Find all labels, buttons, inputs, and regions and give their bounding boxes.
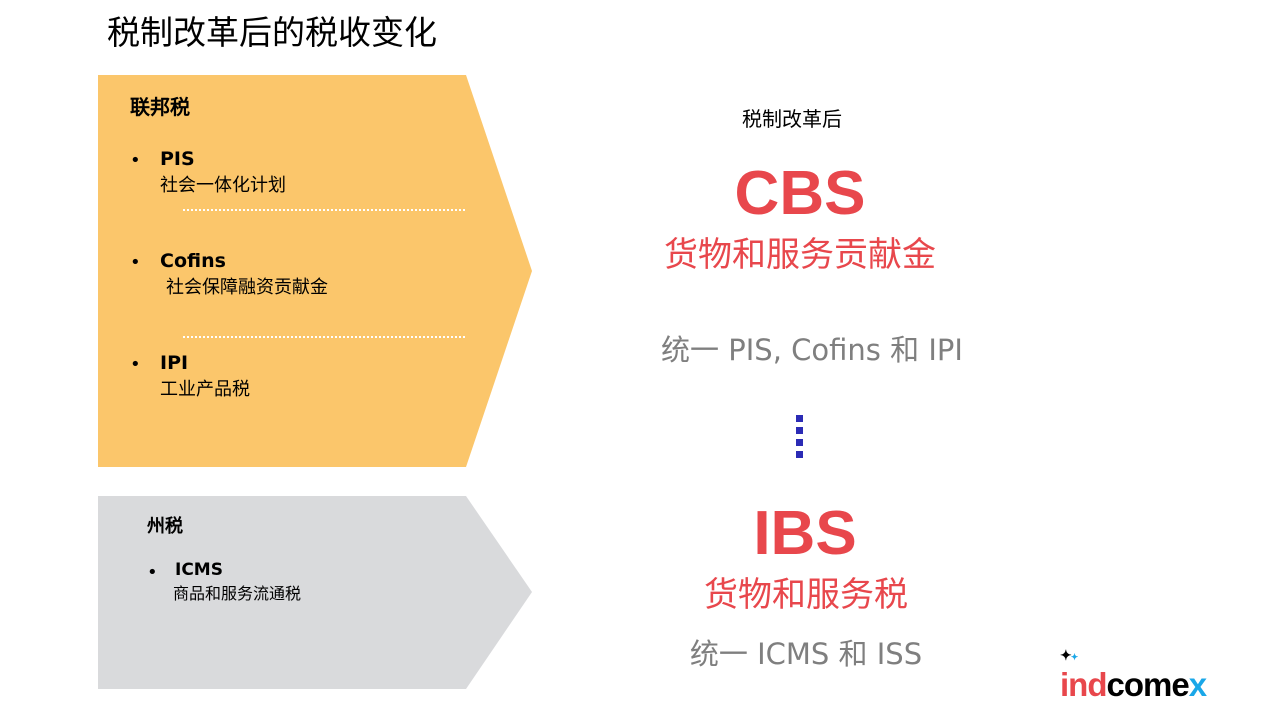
bullet: • bbox=[130, 150, 141, 171]
sparkle-icon: ✦✦ bbox=[1060, 647, 1078, 663]
cbs-name: 货物和服务贡献金 bbox=[664, 235, 936, 275]
item-desc-ipi: 工业产品税 bbox=[160, 379, 250, 400]
state-chevron bbox=[98, 496, 532, 689]
cbs-acronym: CBS bbox=[734, 159, 866, 228]
item-name-icms: ICMS bbox=[175, 560, 223, 580]
item-desc-pis: 社会一体化计划 bbox=[160, 175, 286, 196]
logo-part-ind: ind bbox=[1060, 666, 1107, 703]
page-title: 税制改革后的税收变化 bbox=[107, 13, 437, 52]
item-name-ipi: IPI bbox=[160, 352, 189, 374]
indcomex-logo: ✦✦ indcomex bbox=[1060, 648, 1207, 703]
bullet: • bbox=[130, 354, 141, 375]
ibs-unifies: 统一 ICMS 和 ISS bbox=[689, 637, 923, 671]
federal-heading: 联邦税 bbox=[130, 95, 190, 119]
connector-dots bbox=[796, 415, 803, 463]
divider bbox=[183, 209, 465, 211]
item-desc-cofins: 社会保障融资贡献金 bbox=[166, 277, 328, 298]
cbs-unifies: 统一 PIS, Cofins 和 IPI bbox=[661, 333, 963, 367]
bullet: • bbox=[147, 562, 158, 583]
item-desc-icms: 商品和服务流通税 bbox=[173, 584, 302, 603]
after-reform-label: 税制改革后 bbox=[742, 107, 842, 131]
logo-part-come: come bbox=[1106, 666, 1189, 703]
bullet: • bbox=[130, 252, 141, 273]
federal-chevron bbox=[98, 75, 532, 467]
divider bbox=[183, 336, 465, 338]
ibs-acronym: IBS bbox=[753, 499, 857, 568]
state-heading: 州税 bbox=[147, 516, 183, 537]
item-name-cofins: Cofins bbox=[160, 250, 226, 272]
item-name-pis: PIS bbox=[160, 148, 195, 170]
logo-part-x: x bbox=[1188, 666, 1207, 703]
ibs-name: 货物和服务税 bbox=[704, 575, 908, 615]
